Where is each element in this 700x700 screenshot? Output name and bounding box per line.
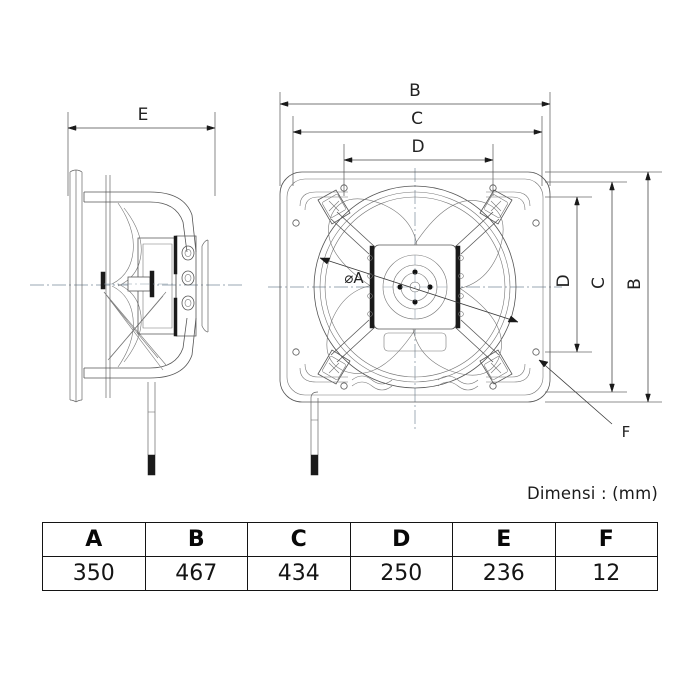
dimension-C-horizontal: C — [292, 109, 543, 186]
side-view-shaft — [104, 270, 176, 298]
dimension-table: A B C D E F 350 467 434 250 236 12 — [42, 522, 658, 591]
side-view-front-plate — [69, 169, 83, 403]
dimension-label-B-horizontal: B — [409, 81, 421, 101]
front-view: B C D — [268, 81, 662, 476]
front-view-outer-body — [279, 171, 551, 403]
side-view-upper-shroud — [83, 191, 197, 253]
mounting-hole-left-lower — [292, 348, 300, 356]
corner-bracket-top-left — [317, 189, 376, 255]
table-value-d: 250 — [349, 556, 453, 591]
table-value-b: 467 — [144, 556, 248, 591]
table-value-f: 12 — [554, 556, 658, 591]
table-value-e: 236 — [452, 556, 556, 591]
dimension-label-C-vertical: C — [589, 277, 609, 289]
side-view-tab — [100, 271, 106, 290]
table-value-c: 434 — [247, 556, 351, 591]
table-header-f: F — [554, 522, 658, 557]
dimension-B-horizontal: B — [279, 81, 551, 186]
table-header-d: D — [349, 522, 453, 557]
fan-shroud-inner-2 — [324, 196, 506, 378]
table-header-a: A — [42, 522, 146, 557]
side-view-cable — [147, 382, 156, 476]
dimension-C-vertical: C — [545, 181, 627, 393]
corner-bracket-bottom-right — [454, 319, 513, 385]
table-value-a: 350 — [42, 556, 146, 591]
dimension-D-horizontal: D — [343, 137, 494, 196]
front-view-guard-ribbons — [299, 191, 531, 391]
front-view-cable — [310, 391, 319, 476]
table-header-b: B — [144, 522, 248, 557]
side-section-view: E — [30, 105, 245, 476]
dimension-label-C-horizontal: C — [411, 109, 423, 129]
table-header-e: E — [452, 522, 556, 557]
dimension-table-value-row: 350 467 434 250 236 12 — [42, 556, 658, 591]
dimension-D-vertical: D — [545, 196, 592, 353]
hole-label-F: F — [622, 423, 631, 441]
hole-F-callout: F — [538, 359, 631, 441]
dimension-E: E — [67, 105, 216, 196]
front-view-hub — [382, 254, 448, 320]
mounting-hole-bottom-left — [340, 382, 348, 390]
side-view-rear-cover — [201, 239, 209, 333]
corner-bracket-bottom-left — [317, 319, 376, 385]
diameter-A-dimension: ⌀A — [319, 257, 519, 323]
unit-note: Dimensi : (mm) — [526, 484, 658, 503]
fan-shroud-inner — [319, 191, 511, 383]
front-view-nameplate — [383, 332, 447, 352]
fan-shroud-outer — [313, 185, 517, 389]
side-view-blade-profiles — [111, 202, 142, 368]
dimension-table-header-row: A B C D E F — [42, 522, 658, 557]
dimension-label-D-vertical: D — [554, 274, 574, 287]
dimension-label-D-horizontal: D — [411, 137, 424, 157]
mounting-hole-top-left — [340, 184, 348, 192]
mounting-hole-left-upper — [292, 219, 300, 227]
dimension-label-B-vertical: B — [625, 278, 645, 290]
table-header-c: C — [247, 522, 351, 557]
mounting-hole-right-upper — [532, 219, 540, 227]
mounting-hole-right-lower — [532, 348, 540, 356]
side-view-motor-backplate — [173, 235, 197, 337]
front-view-outer-body-inner — [286, 178, 544, 396]
diameter-label-A: ⌀A — [344, 269, 364, 287]
dimension-label-E: E — [138, 105, 149, 125]
side-view-lower-shroud — [83, 317, 197, 379]
corner-bracket-top-right — [454, 189, 513, 255]
side-view-blade-arms — [103, 291, 167, 371]
dimension-B-vertical: B — [545, 171, 662, 403]
